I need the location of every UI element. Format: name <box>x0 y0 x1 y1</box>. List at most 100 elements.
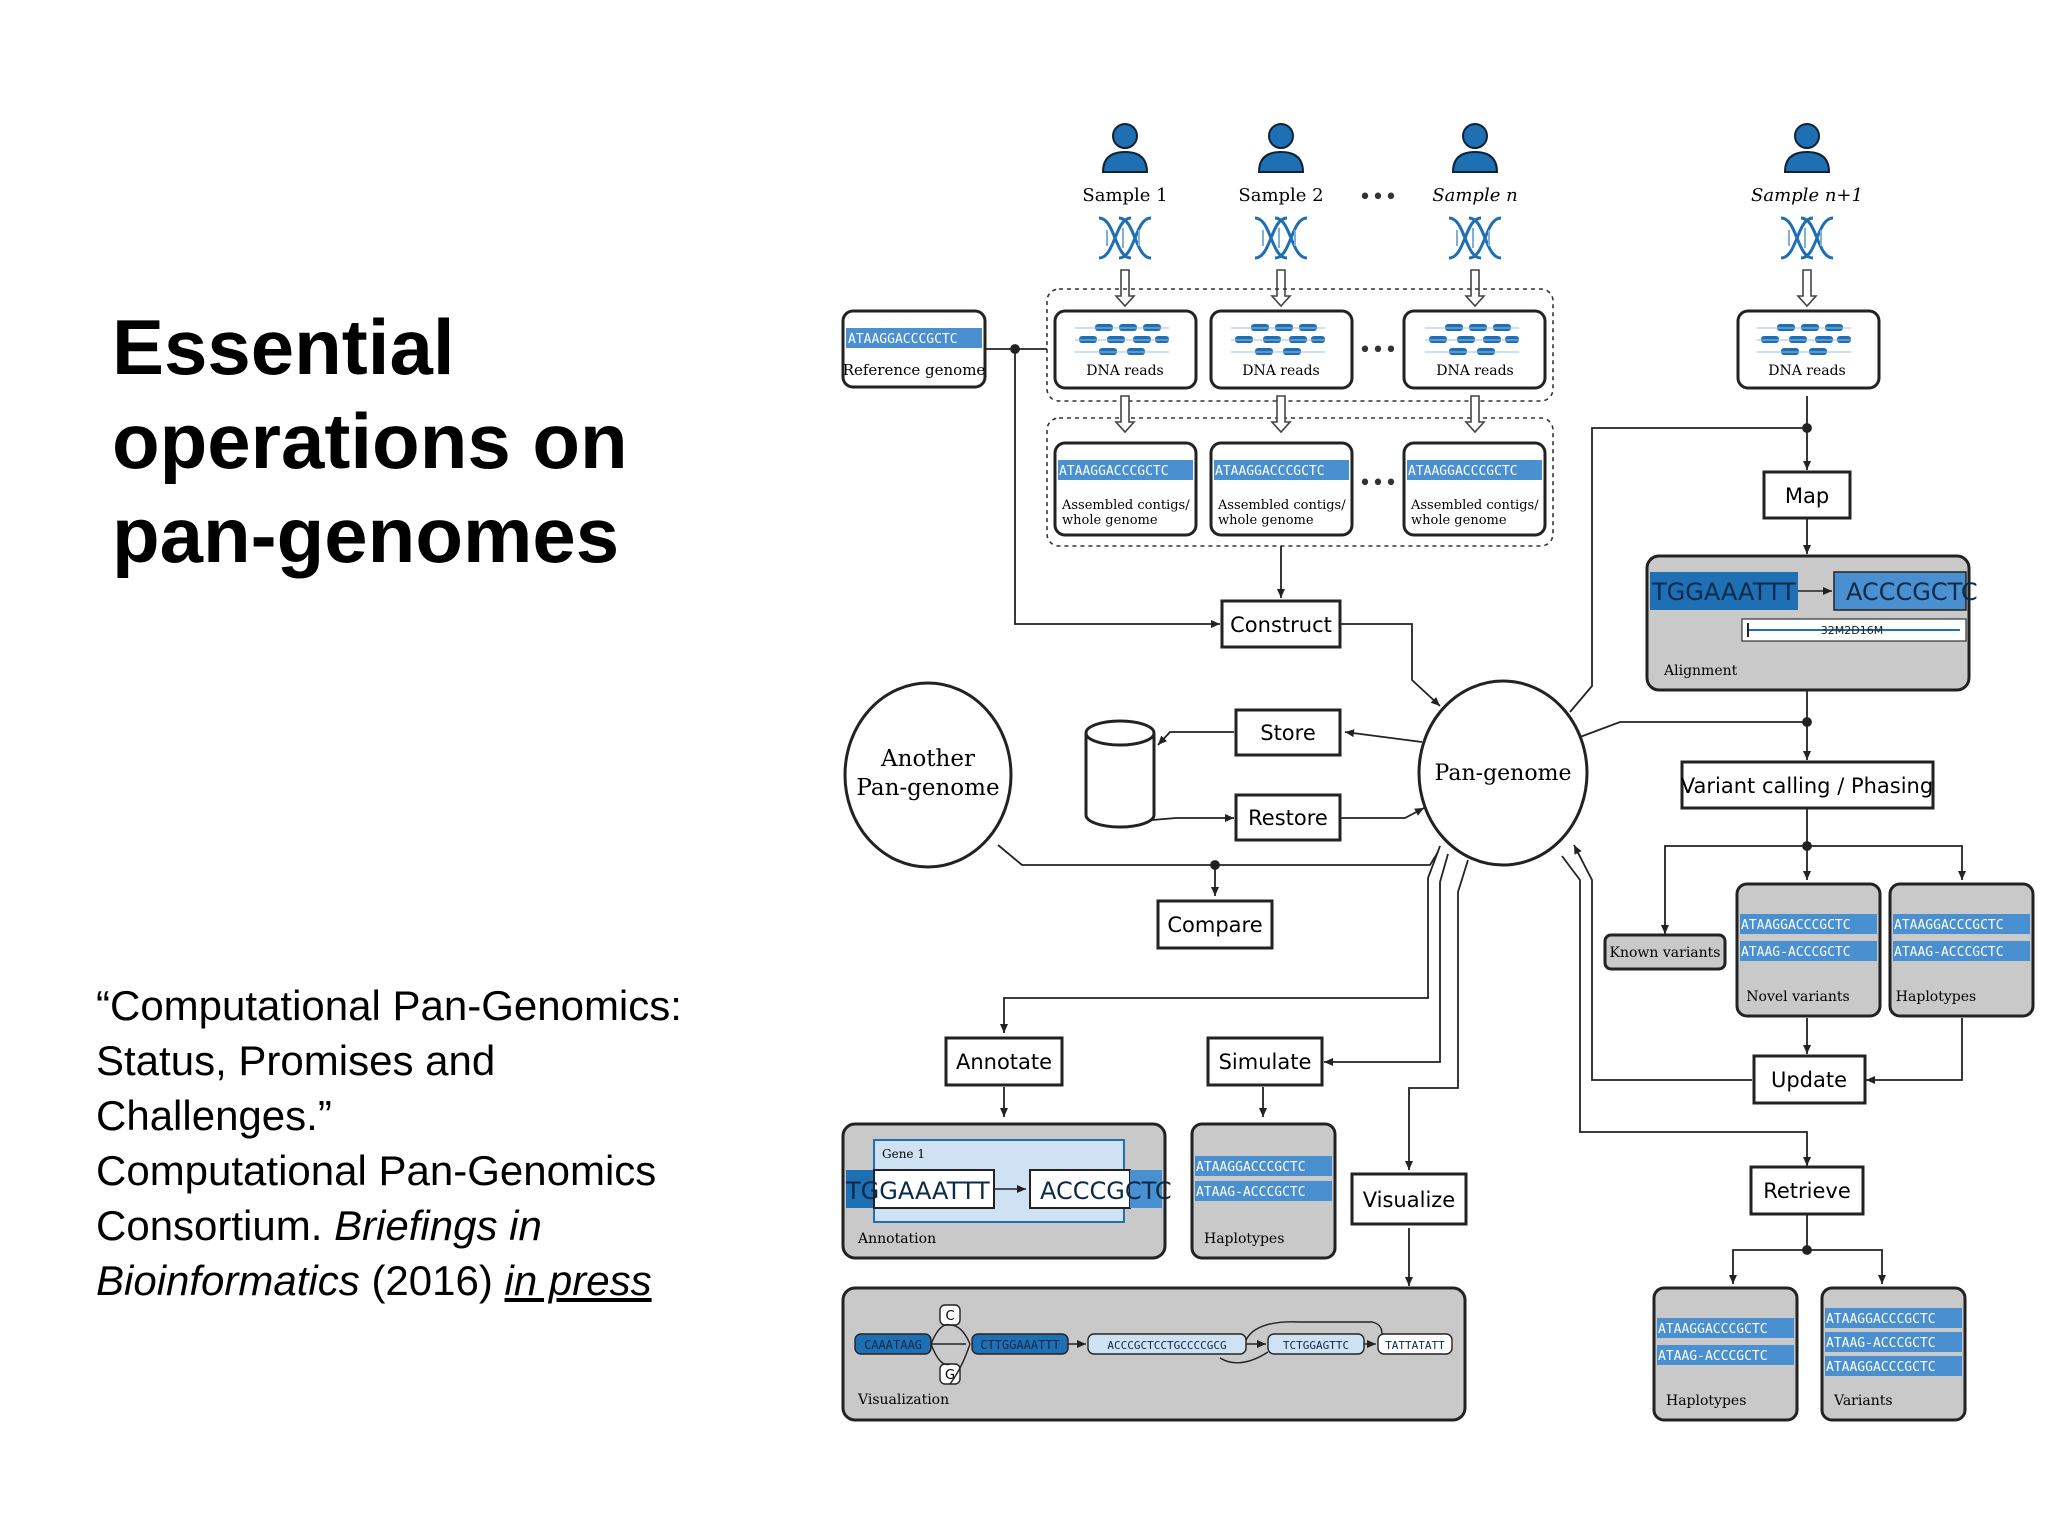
retrieve-button: Retrieve <box>1749 1165 1865 1216</box>
dna-reads-1: DNA reads <box>1053 309 1198 390</box>
map-label: Map <box>1785 484 1829 508</box>
contigs-1: ATAAGGACCCGCTC Assembled contigs/ whole … <box>1053 441 1198 537</box>
vis-node-4: TCTGGAGTTC <box>1283 1339 1349 1352</box>
reads-group <box>1046 288 1554 402</box>
variants-label: Variants <box>1833 1393 1893 1409</box>
known-variants-label: Known variants <box>1610 945 1721 961</box>
variants-seq-c: ATAAGGACCCGCTC <box>1826 1360 1936 1375</box>
sim-seq-b: ATAAG-ACCCGCTC <box>1196 1185 1306 1200</box>
contigs-n: ATAAGGACCCGCTC Assembled contigs/ whole … <box>1402 441 1547 537</box>
annotation-seq-left: TGGAAATTT <box>845 1177 990 1205</box>
haplotypes-panel-retrieve: ATAAGGACCCGCTC ATAAG-ACCCGCTC Haplotypes <box>1652 1286 1799 1422</box>
contigs-label-b: whole genome <box>1062 513 1158 528</box>
construct-label: Construct <box>1230 613 1332 637</box>
simulate-button: Simulate <box>1206 1036 1324 1087</box>
citation-consortium-line: Consortium. Briefings in <box>96 1198 796 1253</box>
alignment-seq-left: TGGAAATTT <box>1651 578 1796 606</box>
store-label: Store <box>1260 721 1316 745</box>
vis-node-5: TATTATATT <box>1385 1339 1445 1352</box>
restore-label: Restore <box>1248 806 1328 830</box>
alignment-seq-right: ACCCGCTC <box>1846 578 1978 606</box>
samples-ellipsis: ••• <box>1359 185 1398 210</box>
pan-genome-node: Pan-genome <box>1417 679 1589 867</box>
sample-n-label: Sample n <box>1432 185 1517 206</box>
citation-year: (2016) <box>371 1257 493 1304</box>
store-button: Store <box>1234 708 1342 757</box>
variant-calling-button: Variant calling / Phasing <box>1680 760 1935 810</box>
visualization-panel: CAAATAAG C G CTTGGAAATTT ACCCGCTCCTGCCCC… <box>841 1286 1467 1422</box>
retrieve-haplotypes-label: Haplotypes <box>1666 1393 1746 1409</box>
alignment-label: Alignment <box>1663 663 1738 679</box>
visualize-label: Visualize <box>1363 1188 1455 1212</box>
dna-reads-n-plus-1: DNA reads <box>1736 309 1881 390</box>
connectors <box>985 344 1966 1286</box>
retrieve-hap-seq-a: ATAAGGACCCGCTC <box>1658 1322 1768 1337</box>
alignment-panel: TGGAAATTT ACCCGCTC 32M2D16M Alignment <box>1645 554 1978 692</box>
another-label-a: Another <box>880 746 975 772</box>
sim-seq-a: ATAAGGACCCGCTC <box>1196 1160 1306 1175</box>
slide-title: Essential operations on pan-genomes <box>112 300 752 582</box>
novel-variants: ATAAGGACCCGCTC ATAAG-ACCCGCTC Novel vari… <box>1735 882 1882 1018</box>
dna-reads-label: DNA reads <box>1768 363 1846 379</box>
sample-n-plus-1-label: Sample n+1 <box>1751 185 1863 206</box>
contigs-label-a: Assembled contigs/ <box>1410 498 1539 513</box>
citation-quote-line: Status, Promises and <box>96 1037 496 1084</box>
vis-node-2: CTTGGAAATTT <box>980 1338 1059 1352</box>
sample-1-label: Sample 1 <box>1082 185 1167 206</box>
update-label: Update <box>1771 1068 1847 1092</box>
retrieve-hap-seq-b: ATAAG-ACCCGCTC <box>1658 1349 1768 1364</box>
sample-n: Sample n <box>1432 123 1518 307</box>
novel-seq-b: ATAAG-ACCCGCTC <box>1741 945 1851 960</box>
haplotypes-panel-right: ATAAGGACCCGCTC ATAAG-ACCCGCTC Haplotypes <box>1888 882 2035 1018</box>
visualize-button: Visualize <box>1350 1172 1468 1226</box>
contigs-ellipsis: ••• <box>1359 471 1398 496</box>
sim-haplotypes-label: Haplotypes <box>1204 1231 1284 1247</box>
variants-panel-retrieve: ATAAGGACCCGCTC ATAAG-ACCCGCTC ATAAGGACCC… <box>1820 1286 1967 1422</box>
pan-genome-label: Pan-genome <box>1435 761 1572 786</box>
update-button: Update <box>1752 1054 1867 1105</box>
database-icon <box>1084 719 1156 829</box>
citation-quote-line: Challenges.” <box>96 1092 332 1139</box>
reference-genome-label: Reference genome <box>843 361 986 379</box>
contig-sequence: ATAAGGACCCGCTC <box>1059 464 1169 479</box>
citation-journal-a: Briefings in <box>334 1202 542 1249</box>
contigs-2: ATAAGGACCCGCTC Assembled contigs/ whole … <box>1209 441 1354 537</box>
haplotype-seq-a: ATAAGGACCCGCTC <box>1894 918 2004 933</box>
haplotype-seq-b: ATAAG-ACCCGCTC <box>1894 945 2004 960</box>
citation-consortium: Consortium. <box>96 1202 323 1249</box>
construct-button: Construct <box>1220 599 1342 649</box>
title-line: Essential <box>112 303 455 391</box>
known-variants: Known variants <box>1603 933 1727 971</box>
map-button: Map <box>1762 470 1852 520</box>
vis-node-3: ACCCGCTCCTGCCCCGCG <box>1107 1339 1226 1352</box>
contig-sequence: ATAAGGACCCGCTC <box>1408 464 1518 479</box>
variants-seq-b: ATAAG-ACCCGCTC <box>1826 1336 1936 1351</box>
sample-2: Sample 2 <box>1238 123 1324 307</box>
sample-2-label: Sample 2 <box>1238 185 1323 206</box>
citation-journal-b: Bioinformatics <box>96 1257 360 1304</box>
sample-n-plus-1: Sample n+1 <box>1751 123 1863 307</box>
contigs-label-a: Assembled contigs/ <box>1217 498 1346 513</box>
vis-snp-bottom: G <box>945 1368 955 1383</box>
citation-quote-line: “Computational Pan-Genomics: <box>96 982 682 1029</box>
title-line: operations on <box>112 397 628 485</box>
dna-reads-label: DNA reads <box>1086 363 1164 379</box>
contig-sequence: ATAAGGACCCGCTC <box>1215 464 1325 479</box>
novel-variants-label: Novel variants <box>1746 989 1849 1005</box>
another-pan-genome: Another Pan-genome <box>843 681 1013 869</box>
contigs-label-b: whole genome <box>1411 513 1507 528</box>
alignment-cigar: 32M2D16M <box>1821 624 1883 637</box>
reference-genome: ATAAGGACCCGCTC Reference genome <box>841 309 987 389</box>
vis-snp-top: C <box>945 1309 954 1324</box>
contigs-label-a: Assembled contigs/ <box>1061 498 1190 513</box>
simulate-label: Simulate <box>1219 1050 1312 1074</box>
contigs-group <box>1046 417 1554 547</box>
reference-sequence: ATAAGGACCCGCTC <box>848 332 958 347</box>
vis-node-1: CAAATAAG <box>864 1338 922 1352</box>
annotation-label: Annotation <box>857 1231 936 1247</box>
dna-reads-label: DNA reads <box>1436 363 1514 379</box>
simulated-haplotypes: ATAAGGACCCGCTC ATAAG-ACCCGCTC Haplotypes <box>1190 1122 1337 1260</box>
retrieve-label: Retrieve <box>1763 1179 1851 1203</box>
another-label-b: Pan-genome <box>856 775 999 801</box>
